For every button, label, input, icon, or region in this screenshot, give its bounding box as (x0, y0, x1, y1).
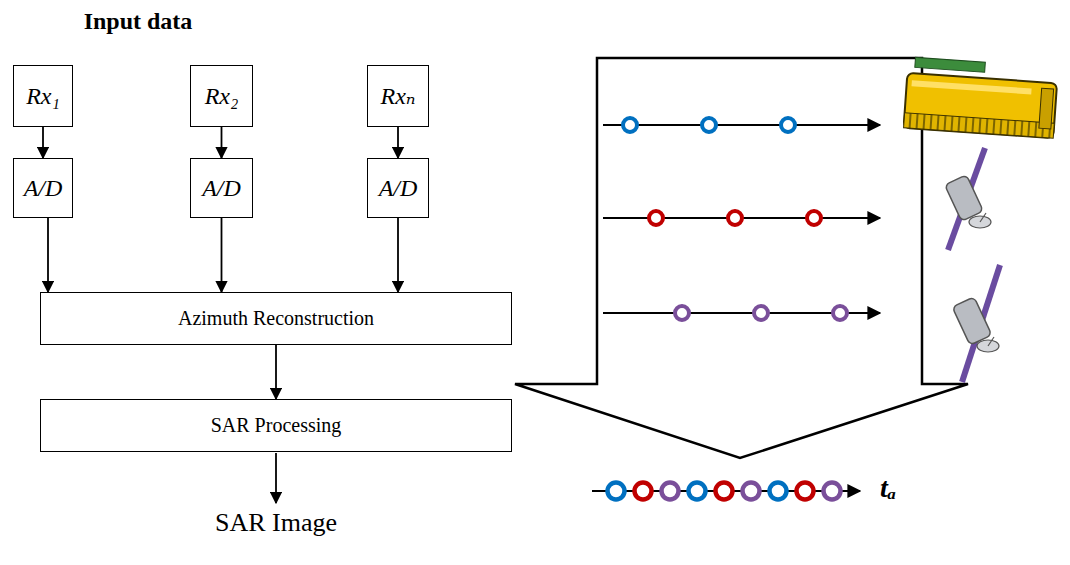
axis-label: tₐ (880, 472, 896, 504)
node-text: SAR Processing (211, 414, 342, 437)
sample-dot (635, 483, 652, 500)
sample-group (608, 118, 848, 500)
output-arrow (275, 453, 277, 503)
sample-dot (824, 483, 841, 500)
sample-dot (833, 306, 847, 320)
sample-dot (649, 211, 663, 225)
flow-arrow (42, 127, 44, 158)
node-text: Rx₁ (26, 83, 60, 110)
sample-dot (689, 483, 706, 500)
flow-arrow (221, 127, 223, 158)
sample-dot (754, 306, 768, 320)
satellite-icon (945, 148, 991, 250)
node-text: Azimuth Reconstruction (178, 307, 374, 330)
sample-dot (675, 306, 689, 320)
satellite-icon (904, 57, 1059, 138)
flow-arrow (275, 345, 277, 399)
time-axis (603, 124, 880, 126)
sample-dot (770, 483, 787, 500)
sample-dot (781, 118, 795, 132)
converter-box: A/D (190, 158, 253, 218)
node-text: Rx₂ (205, 83, 239, 110)
satellite-icon (952, 265, 1000, 382)
sample-dot (608, 483, 625, 500)
process-box: Azimuth Reconstruction (40, 292, 512, 345)
flow-arrow (221, 218, 223, 292)
flow-arrow (47, 218, 49, 292)
node-text: A/D (379, 175, 418, 202)
node-text: Rxₙ (380, 82, 415, 110)
output-label: SAR Image (215, 508, 337, 538)
sample-dot (623, 118, 637, 132)
flow-arrow (397, 127, 399, 158)
node-text: A/D (202, 175, 241, 202)
sample-dot (797, 483, 814, 500)
sample-dot (702, 118, 716, 132)
receiver-box: Rx₂ (190, 65, 253, 127)
sample-dot (728, 211, 742, 225)
sample-dot (662, 483, 679, 500)
node-text: A/D (24, 175, 63, 202)
process-box: SAR Processing (40, 399, 512, 452)
converter-box: A/D (13, 158, 73, 218)
flow-arrow (397, 218, 399, 292)
receiver-box: Rx₁ (13, 65, 73, 127)
sample-dot (743, 483, 760, 500)
callout-shape (515, 58, 968, 458)
sample-dot (807, 211, 821, 225)
converter-box: A/D (367, 158, 429, 218)
sample-dot (716, 483, 733, 500)
receiver-box: Rxₙ (367, 65, 429, 127)
section-heading: Input data (84, 8, 193, 35)
